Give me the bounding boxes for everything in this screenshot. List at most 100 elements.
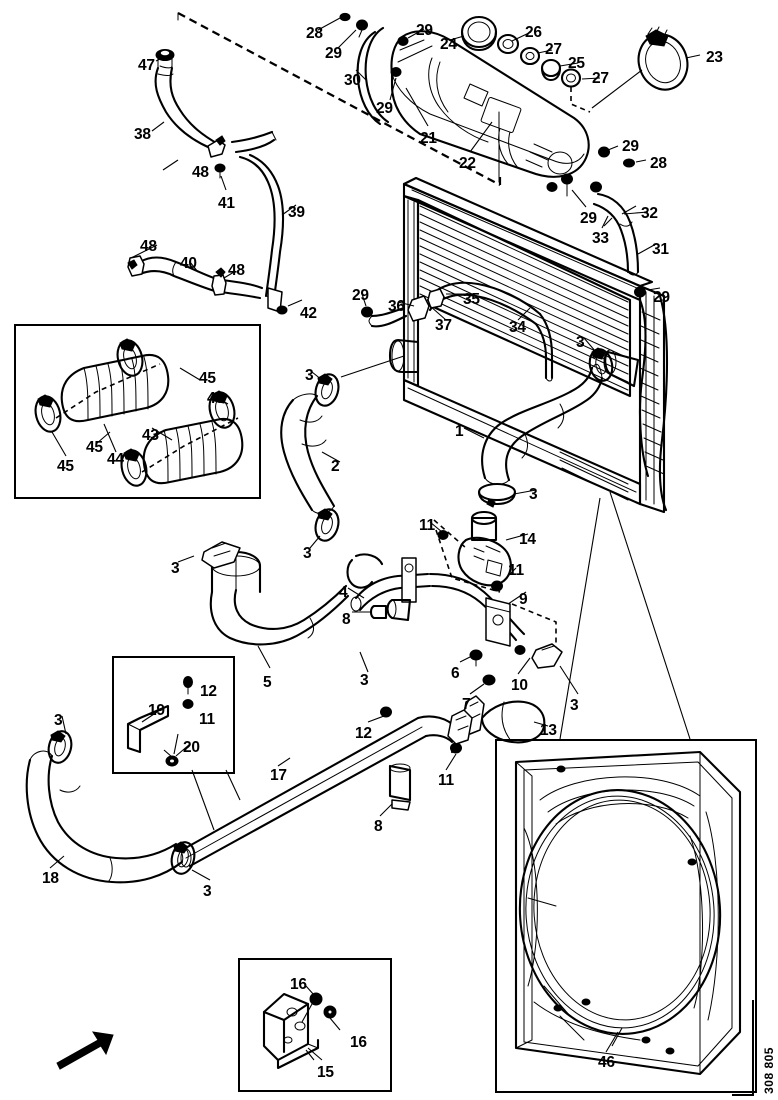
inset-bracket-19: [126, 676, 194, 767]
callout-8: 8: [342, 611, 351, 628]
callout-36: 36: [388, 298, 405, 315]
callout-18: 18: [42, 870, 59, 887]
callout-37: 37: [435, 317, 452, 334]
part-48-clamp-a: [207, 135, 226, 158]
callout-9: 9: [519, 591, 528, 608]
panel-fan-shroud: [495, 739, 757, 1093]
panel-bellows-hoses: [14, 324, 261, 499]
part-29-screw-e: [561, 173, 573, 197]
part-45-clamp-c: [120, 448, 148, 487]
callout-16: 16: [290, 976, 307, 993]
callout-31: 31: [652, 241, 669, 258]
callout-23: 23: [706, 49, 723, 66]
part-16-fastener-a: [309, 992, 323, 1006]
part-29-screw-i: [361, 306, 373, 318]
callout-20: 20: [183, 739, 200, 756]
panel-bracket-15: [238, 958, 392, 1092]
callout-29: 29: [653, 289, 670, 306]
callout-3: 3: [171, 560, 180, 577]
callout-38: 38: [134, 126, 151, 143]
callout-12: 12: [355, 725, 372, 742]
part-45-clamp-b: [116, 338, 144, 377]
part-3-clamp-h: [47, 730, 73, 764]
drawing-number: 308 805: [762, 1047, 776, 1094]
part-6-fastener: [469, 649, 483, 667]
part-48-clamp-b: [127, 255, 145, 277]
callout-25: 25: [568, 55, 585, 72]
part-radiator-core: [388, 176, 669, 514]
callout-29: 29: [622, 138, 639, 155]
part-3-clamp-e: [201, 541, 241, 569]
callout-28: 28: [306, 25, 323, 42]
callout-42: 42: [300, 305, 317, 322]
part-37-fitting: [407, 295, 430, 322]
part-18-hose: [25, 750, 184, 884]
callout-30: 30: [344, 72, 361, 89]
part-28-nut-a: [339, 12, 351, 22]
callout-26: 26: [525, 24, 542, 41]
part-1-hose: [481, 363, 604, 485]
callout-15: 15: [317, 1064, 334, 1081]
part-29-screw-d: [598, 146, 610, 158]
part-11-bolt-c: [514, 645, 526, 655]
callout-4: 4: [339, 584, 348, 601]
callout-10: 10: [511, 677, 528, 694]
drawing-id-rule-foot: [732, 1094, 754, 1096]
callout-11: 11: [199, 711, 215, 728]
part-42-bracket: [267, 287, 288, 315]
part-7-fastener: [482, 674, 496, 686]
callout-13: 13: [540, 722, 557, 739]
callout-39: 39: [288, 204, 305, 221]
callout-47: 47: [138, 57, 155, 74]
callout-6: 6: [451, 665, 460, 682]
part-11-bolt-e: [182, 699, 194, 709]
callout-24: 24: [440, 36, 457, 53]
callout-34: 34: [509, 319, 526, 336]
part-23-clamp: [637, 26, 689, 91]
callout-45: 45: [207, 390, 224, 407]
callout-1: 1: [455, 423, 464, 440]
callout-12: 12: [200, 683, 217, 700]
callout-11: 11: [508, 562, 524, 579]
callout-21: 21: [420, 130, 437, 147]
callout-45: 45: [86, 439, 103, 456]
callout-29: 29: [352, 287, 369, 304]
part-48-clamp-c: [211, 267, 227, 296]
callout-7: 7: [462, 696, 471, 713]
part-12-bolt-a: [380, 706, 392, 718]
callout-33: 33: [592, 230, 609, 247]
part-3-clamp-a: [477, 482, 517, 508]
part-26-seal: [496, 33, 520, 55]
callout-14: 14: [519, 531, 536, 548]
part-13-hose: [480, 700, 546, 744]
part-12-bolt-b: [183, 676, 193, 695]
inset-fan-shroud-46: [514, 750, 742, 1076]
callout-2: 2: [331, 458, 340, 475]
part-29-screw-a: [356, 19, 368, 38]
callout-45: 45: [57, 458, 74, 475]
callout-41: 41: [218, 195, 235, 212]
part-3-clamp-c: [314, 373, 340, 407]
part-27-cap-b: [560, 68, 582, 88]
callout-8: 8: [374, 818, 383, 835]
part-3-clamp-d: [314, 508, 340, 542]
part-36-hose: [368, 306, 408, 328]
part-47-fitting: [155, 49, 175, 69]
callout-3: 3: [360, 672, 369, 689]
panel-bracket-19: [112, 656, 235, 774]
part-11-bolt-b: [491, 580, 503, 592]
part-9-bracket: [485, 597, 511, 647]
callout-19: 19: [148, 702, 165, 719]
part-28-nut-b: [623, 158, 635, 168]
callout-45: 45: [199, 370, 216, 387]
part-14-thermostat-housing: [457, 510, 512, 587]
callout-29: 29: [416, 22, 433, 39]
callout-5: 5: [263, 674, 272, 691]
part-35-clamp: [427, 288, 445, 309]
callout-43: 43: [142, 427, 159, 444]
callout-35: 35: [463, 291, 480, 308]
callout-11: 11: [438, 772, 454, 789]
part-3-clamp-g: [447, 709, 473, 745]
